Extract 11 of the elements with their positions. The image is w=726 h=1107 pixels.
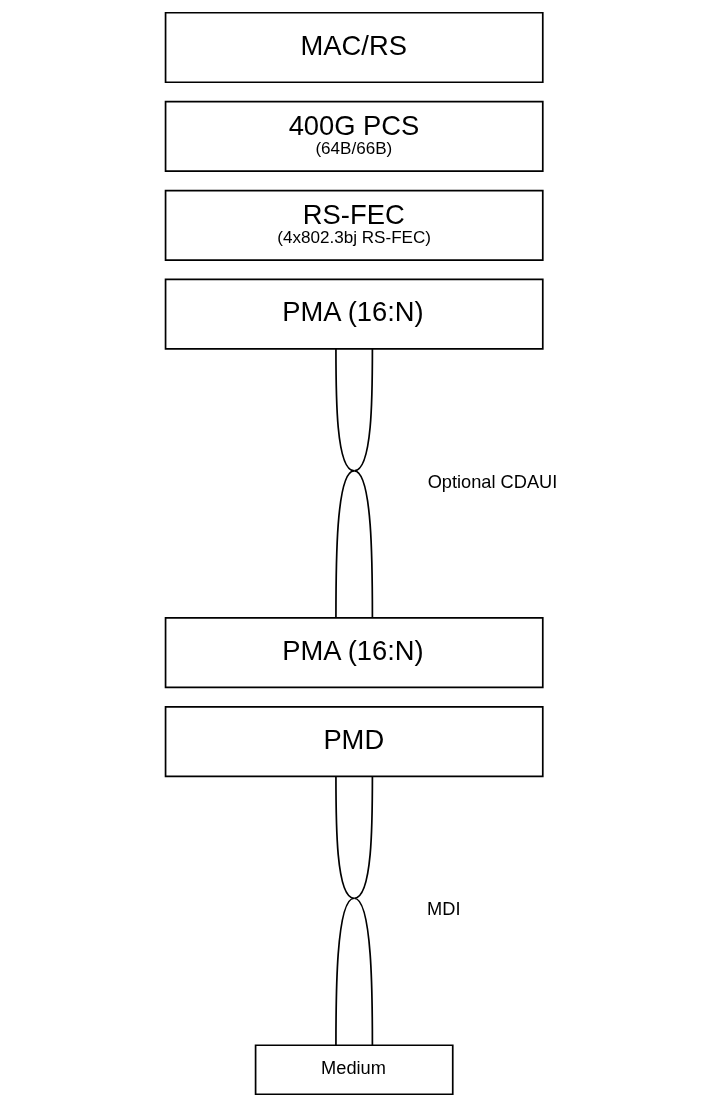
node-box: MAC/RS: [164, 11, 544, 84]
node-box: PMA (16:N): [164, 617, 544, 689]
edge-label: MDI: [427, 898, 461, 920]
node-box: RS-FEC (4x802.3bj RS-FEC): [164, 189, 544, 261]
node-box: PMA (16:N): [164, 278, 544, 350]
node-box: 400G PCS (64B/66B): [164, 100, 544, 172]
node-box: Medium: [254, 1044, 454, 1096]
node-box: PMD: [164, 705, 544, 778]
connector: [335, 775, 374, 1047]
edge-label: Optional CDAUI: [427, 470, 558, 492]
connector: [335, 348, 374, 619]
